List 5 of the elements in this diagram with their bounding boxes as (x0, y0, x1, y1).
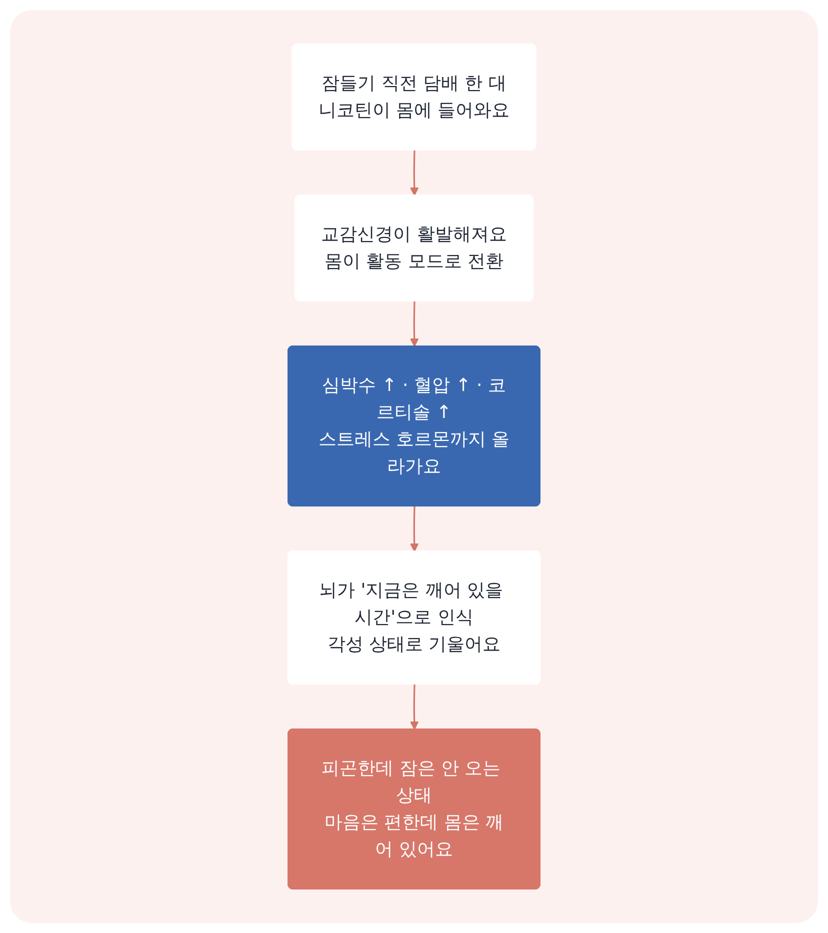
panel-background: 잠들기 직전 담배 한 대 니코틴이 몸에 들어와요 교감신경이 활발해져요 몸이 활동 모드로 전환 심박수 ↑ · 혈압 ↑ · 코르티솔 ↑ 스트레스 호르몬까지 올라가요 뇌가 '지금은 깨어 있을 시간'으로 인식 각성 상태로 기울어요 피곤한데 잠은 안 오는 상태 마음은 편한데 몸은 깨어 있어요 (10, 10, 818, 923)
arrow (410, 684, 419, 730)
arrow (410, 150, 419, 196)
arrow (410, 506, 419, 552)
arrow (410, 301, 419, 347)
